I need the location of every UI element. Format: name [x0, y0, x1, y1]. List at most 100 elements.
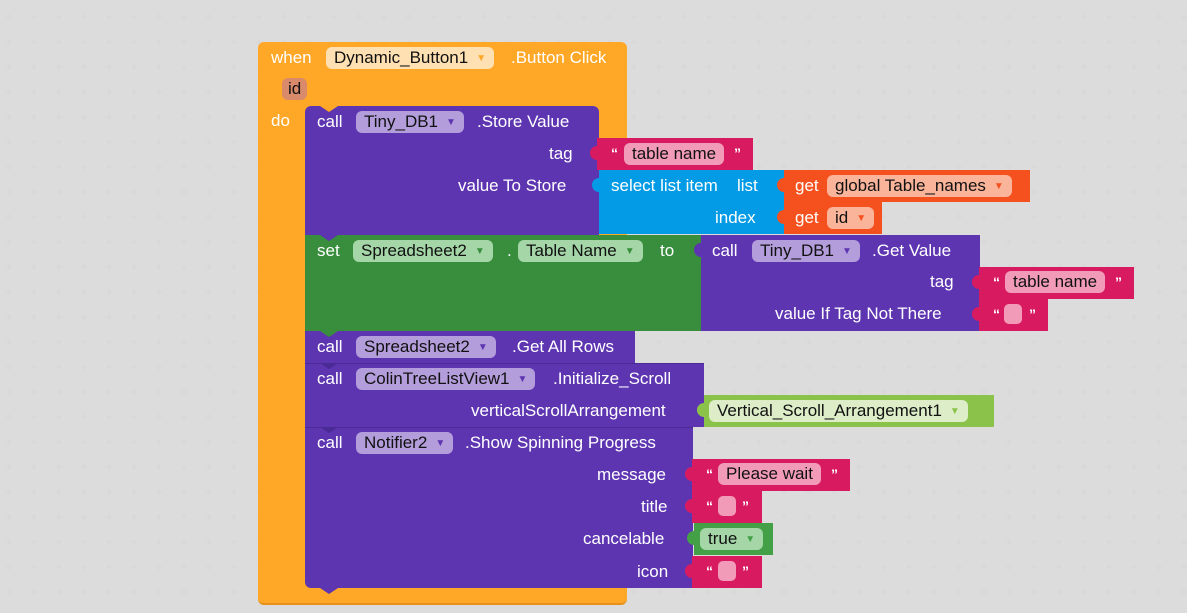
event-component-name: Dynamic_Button1	[334, 48, 469, 67]
cancelable-label: cancelable	[583, 529, 665, 548]
open-quote-icon: “	[611, 145, 618, 161]
set-component-name: Spreadsheet2	[361, 241, 467, 260]
dropdown-arrow-icon: ▼	[949, 406, 960, 417]
value-plug	[590, 146, 597, 160]
icon-label: icon	[637, 562, 669, 581]
do-label: do	[271, 111, 290, 130]
close-quote-icon: ”	[742, 498, 749, 514]
scroll-component-dropdown[interactable]: ColinTreeListView1 ▼	[356, 368, 536, 390]
dropdown-arrow-icon: ▼	[477, 342, 488, 353]
event-name: .Button Click	[511, 48, 607, 67]
open-quote-icon: “	[706, 563, 713, 579]
empty-text-value[interactable]	[1004, 304, 1022, 324]
arrangement-dropdown[interactable]: Vertical_Scroll_Arrangement1 ▼	[709, 400, 968, 422]
value-to-store-label: value To Store	[458, 176, 567, 195]
open-quote-icon: “	[706, 466, 713, 482]
value-plug	[697, 403, 704, 417]
notifier-component-name: Notifier2	[364, 433, 428, 452]
stack-notch	[320, 106, 338, 112]
dropdown-arrow-icon: ▼	[446, 117, 456, 128]
global-var-dropdown[interactable]: global Table_names ▼	[827, 175, 1012, 197]
dot-label: .	[507, 241, 512, 260]
text-value[interactable]: table name	[1005, 271, 1106, 293]
select-list-item-label: select list item	[611, 176, 718, 195]
event-component-dropdown[interactable]: Dynamic_Button1 ▼	[326, 47, 495, 69]
title-label: title	[641, 497, 668, 516]
get-label: get	[795, 208, 819, 227]
set-component-dropdown[interactable]: Spreadsheet2 ▼	[353, 240, 493, 262]
close-quote-icon: ”	[734, 145, 741, 161]
dropdown-arrow-icon: ▼	[624, 246, 635, 257]
dropdown-arrow-icon: ▼	[745, 534, 756, 545]
empty-text-value[interactable]	[718, 496, 736, 516]
tag-label: tag	[549, 144, 573, 163]
param-id[interactable]: id	[282, 78, 308, 100]
get-label: get	[795, 176, 819, 195]
getvalue-component-name: Tiny_DB1	[760, 241, 835, 260]
value-plug	[687, 531, 694, 545]
scroll-method: .Initialize_Scroll	[553, 369, 672, 388]
text-value[interactable]: table name	[624, 143, 725, 165]
store-component-name: Tiny_DB1	[364, 112, 439, 131]
value-plug	[685, 499, 692, 513]
global-var-name: global Table_names	[835, 176, 986, 195]
getvalue-method: .Get Value	[872, 241, 952, 260]
value-plug	[685, 467, 692, 481]
value-plug	[694, 243, 701, 257]
dropdown-arrow-icon: ▼	[474, 246, 485, 257]
boolean-value: true	[708, 529, 738, 548]
rows-method: .Get All Rows	[512, 337, 615, 356]
text-value[interactable]: Please wait	[718, 463, 821, 485]
call-label: call	[317, 369, 343, 388]
to-label: to	[660, 241, 675, 260]
value-plug	[777, 210, 784, 224]
value-plug	[972, 275, 979, 289]
boolean-dropdown[interactable]: true ▼	[700, 528, 764, 550]
stack-notch	[320, 235, 338, 241]
stack-notch	[320, 427, 338, 433]
default-label: value If Tag Not There	[775, 304, 942, 323]
getvalue-component-dropdown[interactable]: Tiny_DB1 ▼	[752, 240, 860, 262]
scroll-component-name: ColinTreeListView1	[364, 369, 510, 388]
message-label: message	[597, 465, 666, 484]
stack-notch	[320, 363, 338, 369]
dropdown-arrow-icon: ▼	[435, 438, 446, 449]
id-var-dropdown[interactable]: id ▼	[827, 207, 875, 229]
call-label: call	[317, 337, 343, 356]
arrangement-name: Vertical_Scroll_Arrangement1	[717, 401, 942, 420]
empty-text-value[interactable]	[718, 561, 736, 581]
spinning-method: .Show Spinning Progress	[465, 433, 656, 452]
value-plug	[685, 564, 692, 578]
stack-notch-bottom	[320, 588, 338, 594]
when-label: when	[271, 48, 312, 67]
dropdown-arrow-icon: ▼	[842, 246, 852, 257]
call-label: call	[317, 112, 343, 131]
close-quote-icon: ”	[742, 563, 749, 579]
property-name: Table Name	[526, 241, 617, 260]
store-method: .Store Value	[477, 112, 570, 131]
property-dropdown[interactable]: Table Name ▼	[518, 240, 643, 262]
index-label: index	[715, 208, 756, 227]
dropdown-arrow-icon: ▼	[993, 181, 1004, 192]
stack-notch	[320, 331, 338, 337]
close-quote-icon: ”	[1029, 306, 1036, 322]
close-quote-icon: ”	[831, 466, 838, 482]
call-label: call	[712, 241, 738, 260]
dropdown-arrow-icon: ▼	[476, 53, 487, 64]
value-plug	[592, 178, 599, 192]
open-quote-icon: “	[706, 498, 713, 514]
id-var-name: id	[835, 208, 849, 227]
store-component-dropdown[interactable]: Tiny_DB1 ▼	[356, 111, 464, 133]
dropdown-arrow-icon: ▼	[517, 374, 528, 385]
open-quote-icon: “	[993, 274, 1000, 290]
scroll-arg-label: verticalScrollArrangement	[471, 401, 666, 420]
value-plug	[972, 307, 979, 321]
select-list-item-block[interactable]	[599, 170, 785, 234]
tag-label: tag	[930, 272, 954, 291]
open-quote-icon: “	[993, 306, 1000, 322]
rows-component-name: Spreadsheet2	[364, 337, 470, 356]
dropdown-arrow-icon: ▼	[856, 213, 867, 224]
notifier-component-dropdown[interactable]: Notifier2 ▼	[356, 432, 454, 454]
list-label: list	[737, 176, 758, 195]
rows-component-dropdown[interactable]: Spreadsheet2 ▼	[356, 336, 496, 358]
